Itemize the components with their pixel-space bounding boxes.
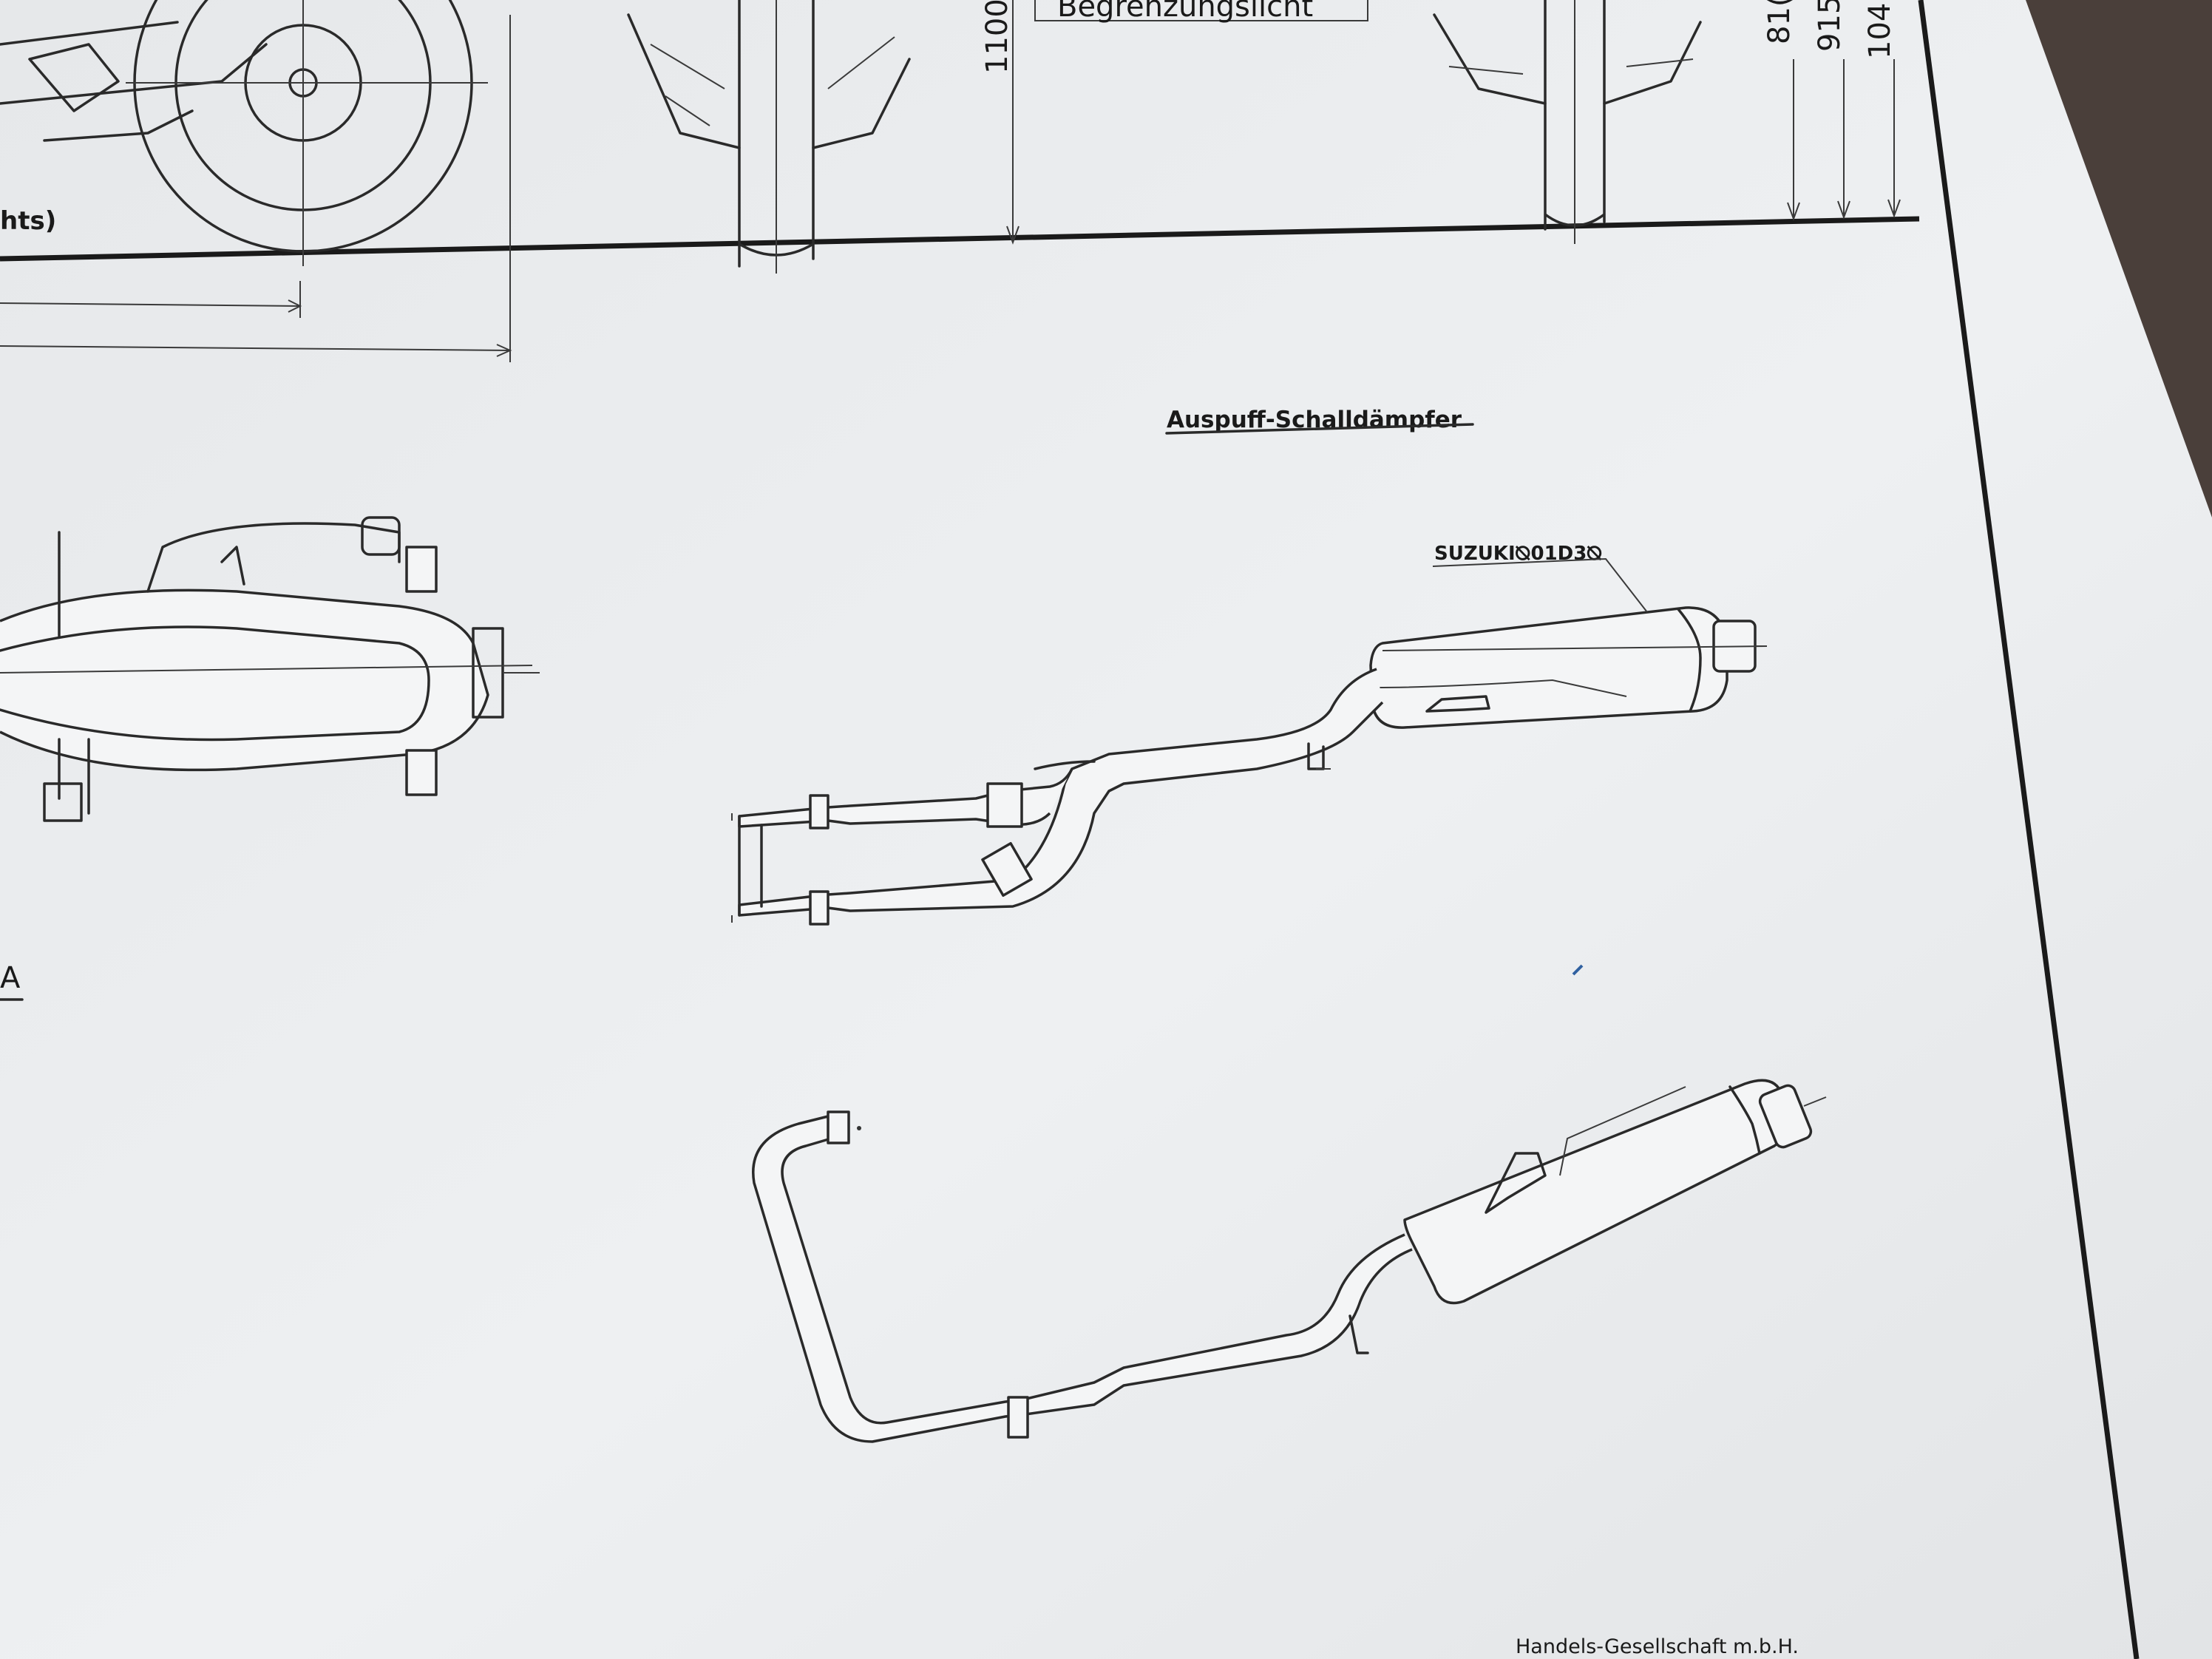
height-dimensions: [1787, 59, 1901, 221]
ink-mark: [1572, 964, 1584, 976]
view-letter-a: A: [0, 961, 21, 995]
dimension-1100: [1006, 0, 1020, 245]
part-label-leader: [1432, 557, 1648, 613]
exhaust-side-view: [752, 1079, 1827, 1443]
front-view: [627, 0, 911, 274]
dimension-810-label: 81(: [1763, 0, 1797, 44]
rear-view: [1433, 0, 1702, 244]
dot-mark: [857, 1126, 861, 1130]
begrenzungslicht-box: [1034, 0, 1368, 21]
sheet-border-line: [1918, 0, 2140, 1659]
begrenzungslicht-label: Begrenzungslicht: [1057, 0, 1313, 24]
dimension-1100-label: 1100: [980, 0, 1014, 74]
dimension-915-label: 915: [1813, 0, 1847, 52]
part-label: SUZUKI⦰01D3⦰: [1434, 543, 1602, 565]
section-title-underline: [1165, 423, 1474, 435]
dimension-1040-label: 104: [1863, 3, 1897, 59]
side-view-rear-wheel: [0, 0, 488, 266]
label-rechts-fragment: hts): [0, 206, 56, 236]
top-view-motorcycle-tail: [0, 516, 540, 822]
footer-text: Handels-Gesellschaft m.b.H.: [1516, 1635, 1799, 1658]
exhaust-top-view: [731, 606, 1768, 926]
ground-line: [0, 216, 1920, 262]
side-view-dimensions: [0, 15, 512, 362]
